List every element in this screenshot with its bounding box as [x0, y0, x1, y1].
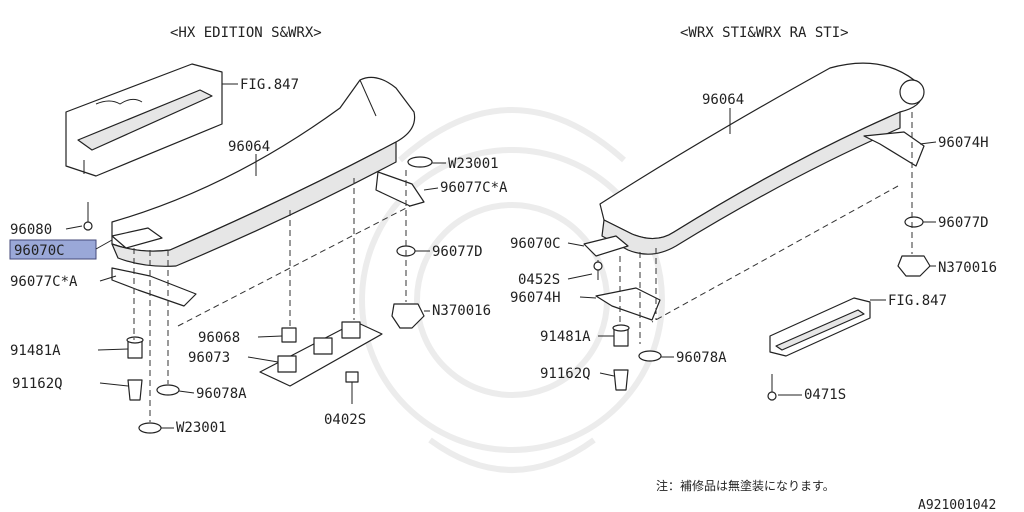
- label-96074h-upper: 96074H: [938, 135, 989, 151]
- label-96077ca-left-lower: 96077C*A: [10, 274, 78, 290]
- label-n370016-right: N370016: [938, 260, 997, 276]
- brake-light-right: [769, 297, 871, 357]
- brake-light-inset-left: [65, 63, 223, 177]
- left-section-header: <HX EDITION S&WRX>: [170, 25, 322, 41]
- mount-pad-96070c-left: [111, 227, 163, 249]
- bolt-91162q-right: [613, 369, 629, 391]
- label-91481a-left: 91481A: [10, 343, 61, 359]
- washer-w23001-lower: [138, 422, 162, 434]
- diagram-code: A921001042: [918, 498, 996, 512]
- footer-note: 注：補修品は無塗装になります。: [656, 478, 835, 493]
- mount-pad-96070c-right: [583, 235, 629, 257]
- label-fig847-left: FIG.847: [240, 77, 299, 93]
- label-0471s: 0471S: [804, 387, 846, 403]
- washer-96078a-left: [156, 384, 180, 396]
- label-91162q-left: 91162Q: [12, 376, 63, 392]
- label-96077d-right: 96077D: [938, 215, 989, 231]
- label-96074h-lower: 96074H: [510, 290, 561, 306]
- label-96064-right: 96064: [702, 92, 744, 108]
- screw-0471s: [767, 374, 777, 401]
- washer-96077d-right: [904, 216, 924, 228]
- gasket-96077ca-left: [111, 267, 197, 307]
- grommet-91481a-right: [612, 324, 630, 347]
- label-0452s: 0452S: [518, 272, 560, 288]
- label-96080: 96080: [10, 222, 52, 238]
- label-w23001-lower: W23001: [176, 420, 227, 436]
- label-96078a-left: 96078A: [196, 386, 247, 402]
- bolt-91162q-left: [127, 379, 143, 401]
- label-96077ca-left-upper: 96077C*A: [440, 180, 508, 196]
- spoiler-right: [599, 62, 925, 255]
- label-91162q-right: 91162Q: [540, 366, 591, 382]
- label-fig847-right: FIG.847: [888, 293, 947, 309]
- spoiler-left: [111, 76, 416, 267]
- highlight-96070c: [9, 239, 97, 260]
- bolt-0402s: [345, 371, 359, 404]
- label-96070c-right: 96070C: [510, 236, 561, 252]
- label-n370016-center: N370016: [432, 303, 491, 319]
- label-96068: 96068: [198, 330, 240, 346]
- screw-96080: [83, 202, 93, 231]
- label-96070c-left: 96070C: [14, 243, 65, 259]
- label-w23001-upper: W23001: [448, 156, 499, 172]
- grommet-91481a-left: [126, 336, 144, 359]
- label-96064-left: 96064: [228, 139, 270, 155]
- gasket-96074h-upper: [863, 131, 925, 167]
- gasket-96077ca-upper: [375, 171, 425, 207]
- nut-n370016-center: [391, 303, 425, 329]
- clip-tray-96073: [259, 321, 383, 387]
- label-96078a-right: 96078A: [676, 350, 727, 366]
- clip-96068: [281, 327, 297, 343]
- screw-0452s: [593, 260, 603, 280]
- label-0402s: 0402S: [324, 412, 366, 428]
- label-96077d-center: 96077D: [432, 244, 483, 260]
- label-96073: 96073: [188, 350, 230, 366]
- watermark-emblem: [359, 107, 665, 473]
- nut-n370016-right: [897, 255, 931, 277]
- washer-w23001-upper: [407, 156, 433, 168]
- washer-96078a-right: [638, 350, 662, 362]
- label-91481a-right: 91481A: [540, 329, 591, 345]
- right-section-header: <WRX STI&WRX RA STI>: [680, 25, 849, 41]
